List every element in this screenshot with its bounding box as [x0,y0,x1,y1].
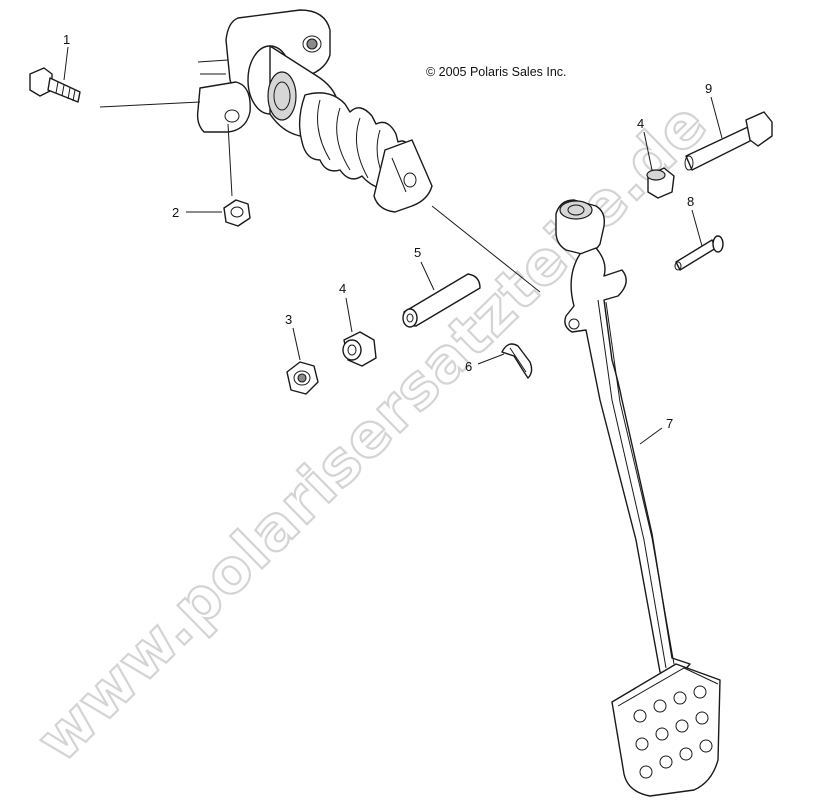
nut-3 [286,361,319,395]
bushing-4-upper [646,167,675,199]
callout-4-upper: 4 [637,116,644,131]
leader-1 [63,46,69,81]
clevis-axis-line [431,205,541,293]
clevis-pin-8 [674,235,724,271]
leader-8 [691,209,703,247]
bolt-1 [29,67,81,103]
callout-3: 3 [285,312,292,327]
brake-pedal-7 [555,199,721,797]
cotter-pin-6 [501,343,533,379]
callout-1: 1 [63,32,70,47]
callout-2: 2 [172,205,179,220]
bolt-axis-line [99,101,201,108]
sleeve-5 [402,273,481,328]
leader-4-lower [345,297,353,333]
callout-9: 9 [705,81,712,96]
copyright-text: © 2005 Polaris Sales Inc. [426,65,567,79]
leader-3 [292,327,301,361]
leader-5 [420,261,435,291]
callout-4-lower: 4 [339,281,346,296]
callout-8: 8 [687,194,694,209]
leader-4-upper [643,131,653,171]
master-cylinder [196,9,433,213]
pedal-grip-holes [633,685,713,779]
nut-2 [223,199,251,227]
leader-7 [639,427,663,445]
callout-5: 5 [414,245,421,260]
callout-6: 6 [465,359,472,374]
leader-9 [710,96,723,139]
bolt-9 [684,111,773,171]
callout-7: 7 [666,416,673,431]
leader-6 [477,353,505,365]
nut-axis-line [227,123,233,197]
bushing-4-lower [342,331,377,367]
